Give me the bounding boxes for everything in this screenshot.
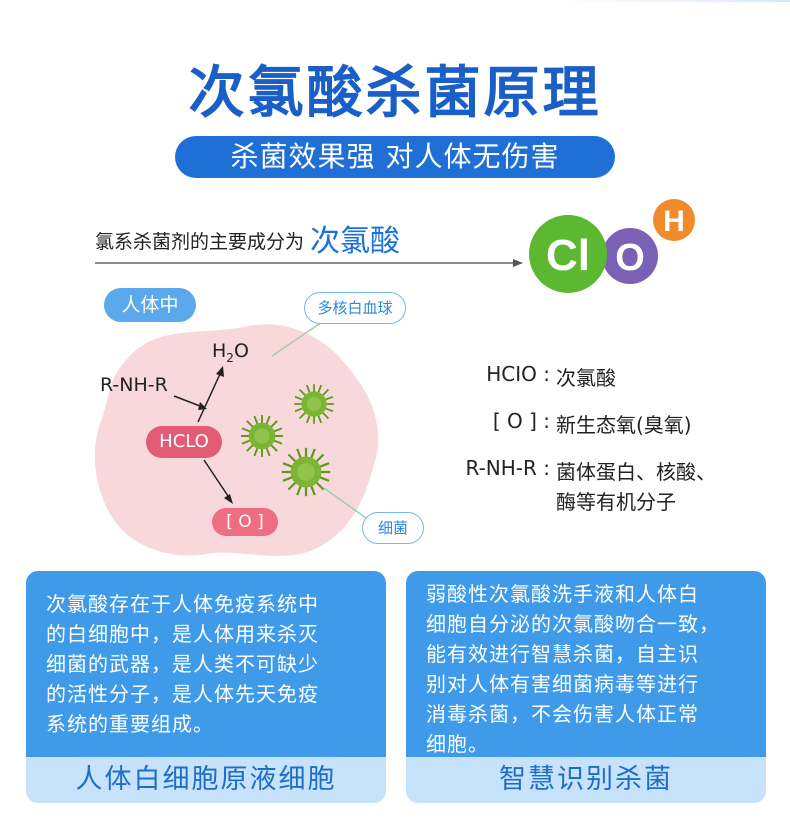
legend-key: [ O ] : [492, 409, 550, 433]
legend-key: HCIO : [486, 362, 550, 386]
intro-line: 氯系杀菌剂的主要成分为次氯酸 [95, 216, 400, 260]
legend-value: 酶等有机分子 [556, 490, 676, 514]
left-info-box: 次氯酸存在于人体免疫系统中 的白细胞中，是人体用来杀灭 细菌的武器，是人类不可缺… [26, 571, 386, 757]
intro-text: 氯系杀菌剂的主要成分为 [95, 231, 305, 253]
page-subtitle-pill: 杀菌效果强 对人体无伤害 [175, 136, 615, 178]
bacterium [240, 414, 284, 458]
h-atom [653, 199, 695, 241]
water-formula: H2O [212, 340, 249, 365]
rnhr-formula: R-NH-R [100, 374, 168, 396]
left-box-line: 的白细胞中，是人体用来杀灭 [46, 622, 319, 646]
right-box-line: 消毒杀菌，不会伤害人体正常 [426, 702, 699, 726]
right-box-line: 弱酸性次氯酸洗手液和人体白 [426, 582, 699, 606]
left-box-line: 细菌的武器，是人类不可缺少 [46, 652, 319, 676]
top-decorative-line [560, 0, 790, 2]
legend-key: R-NH-R : [465, 456, 550, 480]
left-box-footer: 人体白细胞原液细胞 [26, 757, 386, 803]
intro-highlight: 次氯酸 [310, 224, 401, 259]
bacteria-callout-line [323, 487, 367, 519]
legend-value: 次氯酸 [556, 366, 616, 390]
oxygen-radical-badge: [ O ] [212, 508, 278, 536]
hclo-molecule: Cl O H [529, 199, 695, 293]
intro-arrow [95, 259, 523, 267]
right-box-line: 别对人体有害细菌病毒等进行 [426, 672, 699, 696]
right-box-line: 能有效进行智慧杀菌，自主识 [426, 642, 699, 666]
water-h: H [212, 340, 227, 362]
hclo-badge: HCLO [146, 426, 222, 458]
h-label: H [663, 205, 685, 238]
right-box-line: 细胞自分泌的次氯酸吻合一致， [426, 612, 720, 636]
right-box-footer: 智慧识别杀菌 [406, 757, 766, 803]
white-cell-callout: 多核白血球 [304, 292, 406, 324]
bacterium [293, 383, 335, 425]
water-sub: 2 [226, 350, 234, 365]
legend-value: 菌体蛋白、核酸、 [556, 460, 716, 484]
cl-atom [529, 215, 607, 293]
cl-label: Cl [546, 231, 590, 280]
left-box-line: 的活性分子，是人体先天免疫 [46, 682, 319, 706]
right-info-box: 弱酸性次氯酸洗手液和人体白 细胞自分泌的次氯酸吻合一致， 能有效进行智慧杀菌，自… [406, 571, 766, 757]
left-box-line: 次氯酸存在于人体免疫系统中 [46, 592, 319, 616]
bacteria-callout: 细菌 [362, 512, 424, 544]
reaction-arrows [173, 366, 233, 504]
in-body-badge: 人体中 [104, 288, 196, 322]
water-o: O [233, 340, 249, 362]
white-blood-cell-shape [94, 324, 379, 556]
right-box-line: 细胞。 [426, 732, 489, 756]
cell-callout-line [271, 321, 323, 357]
bacterium [280, 446, 332, 498]
o-atom [602, 228, 658, 284]
page-title: 次氯酸杀菌原理 [188, 61, 602, 126]
legend-value: 新生态氧(臭氧) [556, 413, 692, 437]
left-box-line: 系统的重要组成。 [46, 712, 214, 736]
bacteria-cluster [240, 383, 335, 498]
o-label: O [615, 237, 645, 279]
